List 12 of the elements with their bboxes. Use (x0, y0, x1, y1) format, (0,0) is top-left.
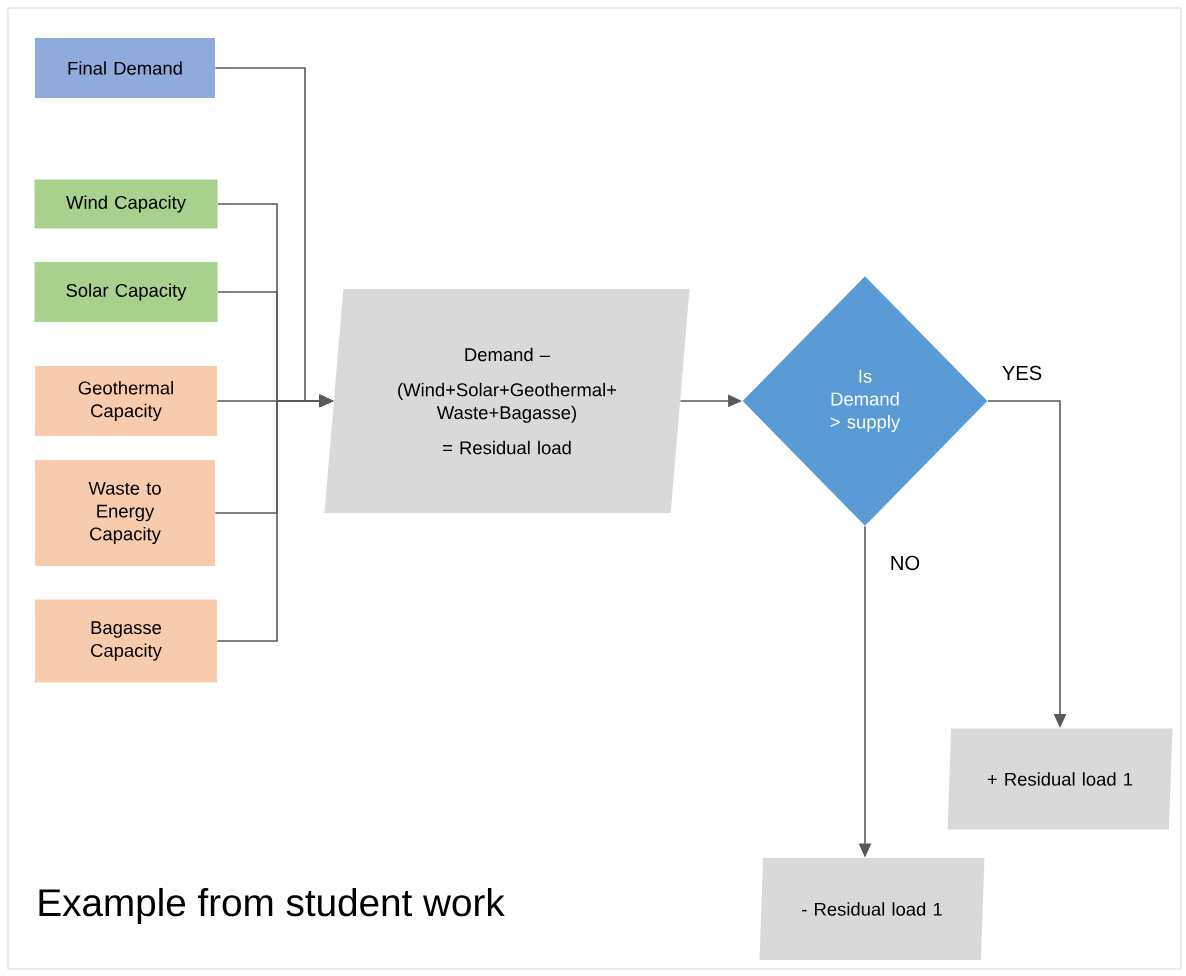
data-parallelogram: Demand – (Wind+Solar+Geothermal+Waste+Bagasse) = Residual load (324, 289, 690, 513)
data-parallelogram: - Residual load 1 (759, 858, 985, 960)
caption: Example from student work (39, 887, 505, 924)
input-box: Final Demand (35, 38, 215, 98)
edge-label: YES (1000, 364, 1044, 382)
input-box: Waste to Energy Capacity (35, 460, 215, 566)
input-box: Geothermal Capacity (35, 366, 217, 436)
data-parallelogram: + Residual load 1 (947, 728, 1173, 830)
input-box: Wind Capacity (34, 179, 218, 229)
edge-label: NO (888, 554, 922, 572)
input-box: Bagasse Capacity (35, 599, 217, 683)
input-box: Solar Capacity (34, 262, 218, 322)
